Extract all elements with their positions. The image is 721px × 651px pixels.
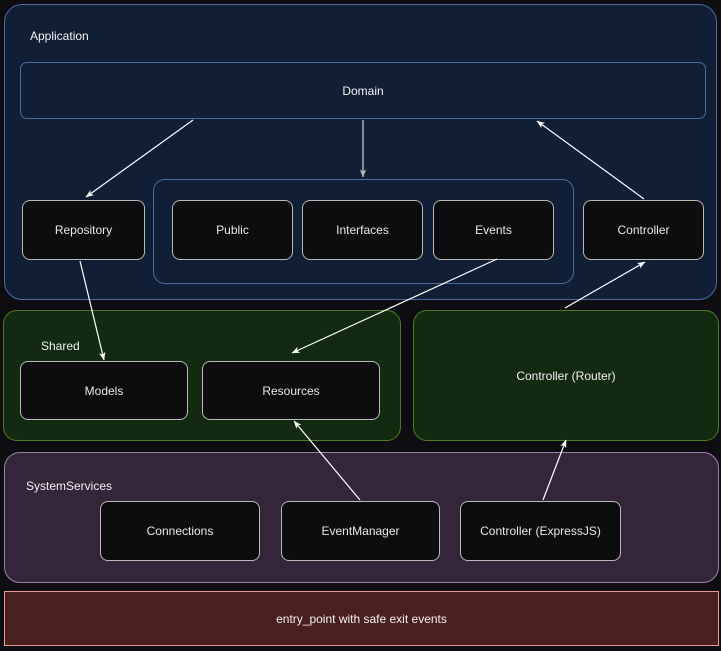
node-public[interactable]: Public — [172, 200, 293, 260]
layer-system-services-label: SystemServices — [26, 479, 113, 493]
node-domain-label: Domain — [342, 83, 384, 98]
node-repository[interactable]: Repository — [22, 200, 145, 260]
node-interfaces[interactable]: Interfaces — [302, 200, 423, 260]
layer-shared-label: Shared — [41, 339, 80, 353]
node-domain[interactable] — [20, 62, 706, 119]
node-controller[interactable]: Controller — [583, 200, 704, 260]
entry-point-bar — [4, 591, 719, 646]
node-models[interactable]: Models — [20, 361, 188, 420]
node-resources[interactable]: Resources — [202, 361, 380, 420]
node-connections[interactable]: Connections — [100, 501, 260, 561]
node-controller-expressjs[interactable]: Controller (ExpressJS) — [460, 501, 621, 561]
entry-point-label: entry_point with safe exit events — [276, 611, 447, 626]
node-eventmanager[interactable]: EventManager — [281, 501, 440, 561]
layer-application-label: Application — [30, 29, 89, 43]
node-events[interactable]: Events — [433, 200, 554, 260]
layer-controller-router-label: Controller (Router) — [516, 368, 616, 383]
